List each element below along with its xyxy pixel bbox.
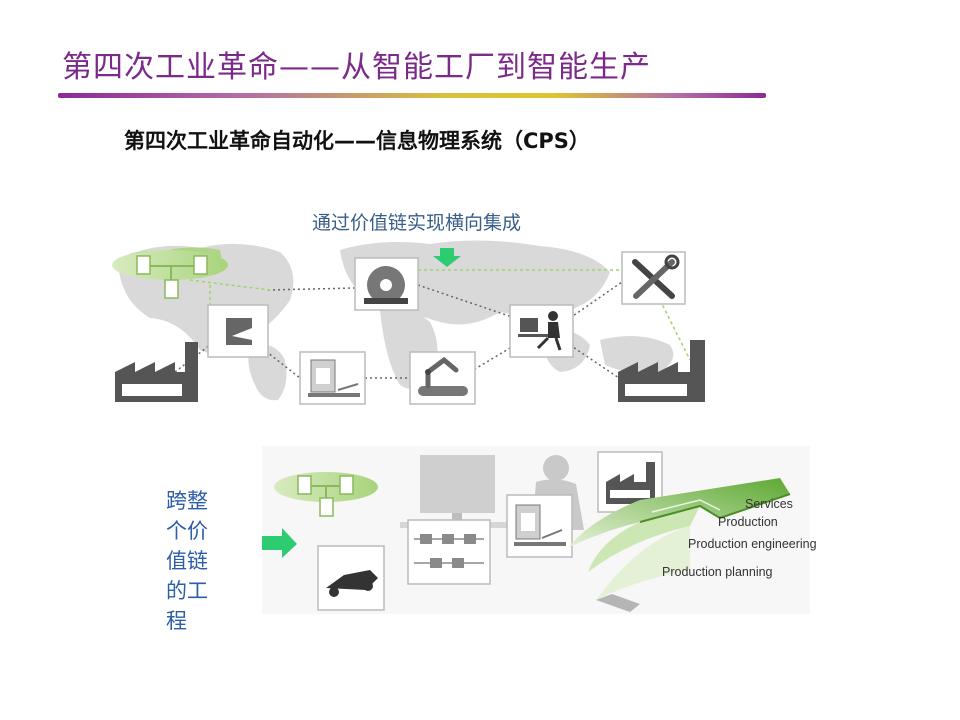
- caption-line: 值链: [166, 549, 208, 573]
- horizontal-integration-caption: 通过价值链实现横向集成: [312, 212, 522, 234]
- arrow-down-icon: [433, 248, 461, 267]
- slide-title: 第四次工业革命——从智能工厂到智能生产: [62, 50, 651, 85]
- title-divider: [58, 93, 766, 98]
- value-chain-chevrons: [568, 478, 791, 612]
- machine-station-icon: [506, 494, 573, 558]
- race-car-icon: [317, 545, 385, 611]
- arrow-right-icon: [262, 528, 297, 558]
- slide-subtitle: 第四次工业革命自动化——信息物理系统（CPS）: [124, 129, 590, 153]
- process-flow-icon: [407, 519, 491, 585]
- bottom-diagram: Services Production Production engineeri…: [262, 446, 817, 614]
- caption-line: 个价: [166, 519, 208, 543]
- stage-label-services: Services: [745, 497, 793, 511]
- stage-label-production-engineering: Production engineering: [688, 537, 817, 551]
- factory-icon: [115, 342, 198, 402]
- operator-workstation-icon: [509, 304, 574, 358]
- saw-blade-icon: [354, 257, 419, 311]
- stage-label-production: Production: [718, 515, 778, 529]
- caption-line: 的工: [166, 579, 208, 603]
- top-diagram: [112, 240, 705, 405]
- network-links-green: [189, 269, 691, 361]
- tools-icon: [621, 251, 686, 305]
- machine-station-icon: [299, 351, 366, 405]
- product-design-icon: [207, 304, 269, 358]
- network-links: [174, 281, 623, 381]
- stage-label-production-planning: Production planning: [662, 565, 773, 579]
- caption-line: 跨整: [166, 489, 208, 513]
- value-chain-engineering-caption: 跨整 个价 值链 的工 程: [166, 486, 222, 636]
- cloud-network-icon: [274, 472, 378, 517]
- robot-arm-icon: [409, 351, 476, 405]
- caption-line: 程: [166, 609, 187, 633]
- cloud-network-icon: [112, 250, 228, 299]
- factory-icon: [618, 340, 705, 402]
